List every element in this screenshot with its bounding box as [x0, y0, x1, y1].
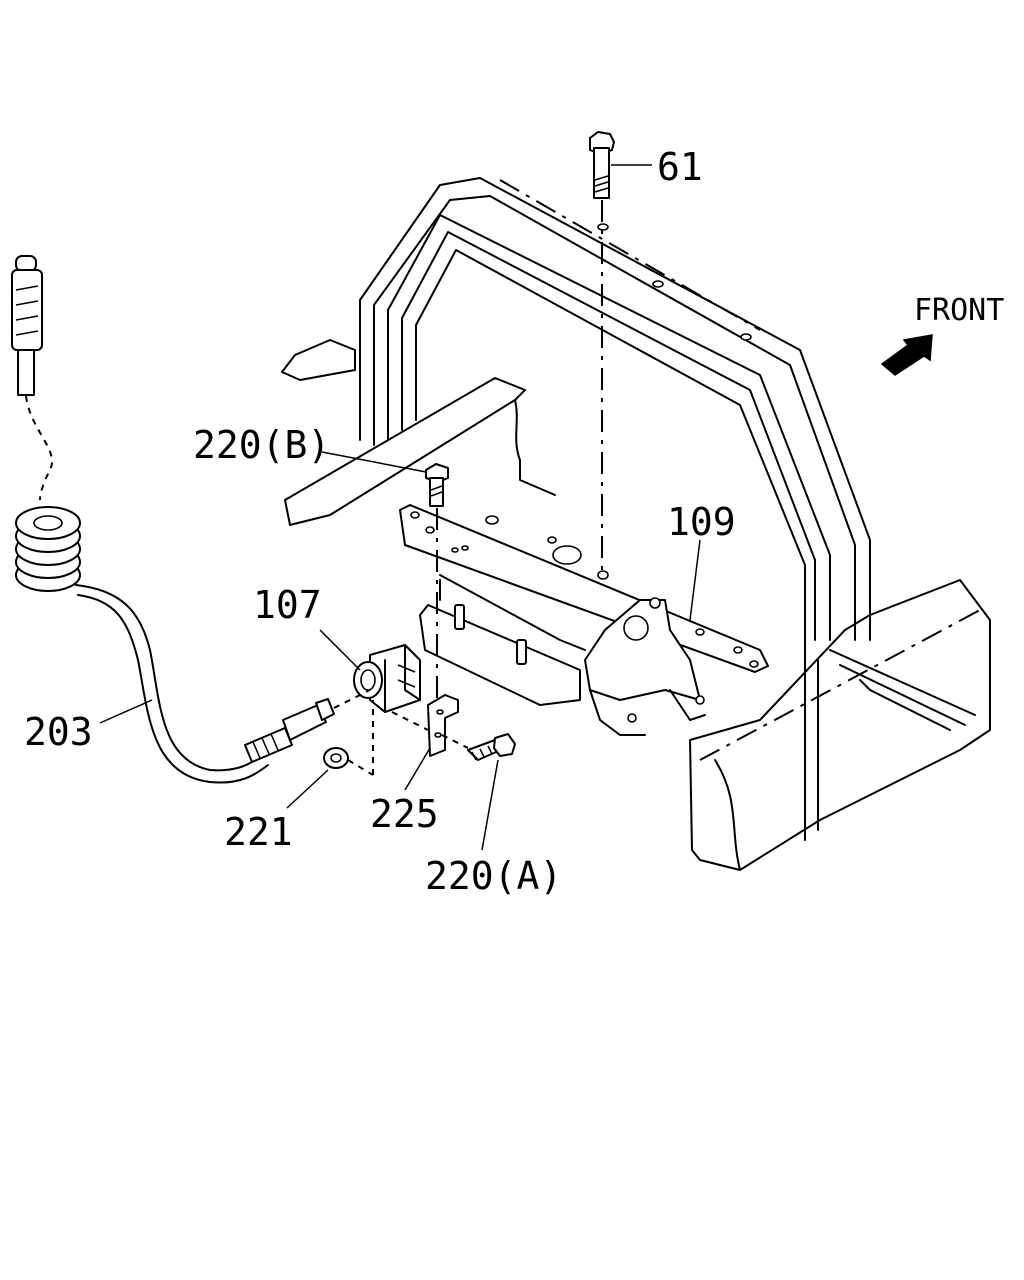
front-label: FRONT [914, 293, 1004, 328]
leader-109 [689, 539, 701, 621]
connector-107 [319, 629, 421, 713]
chassis-rail [689, 579, 991, 871]
harness-203 [11, 255, 371, 784]
callout-203: 203 [24, 710, 93, 754]
callout-220b: 220(B) [193, 423, 330, 467]
callout-220a: 220(A) [425, 854, 562, 898]
cross-member-left [281, 339, 556, 526]
bolt-61 [589, 131, 652, 570]
callout-61: 61 [657, 145, 703, 189]
nut-221 [286, 700, 374, 809]
callout-107: 107 [253, 583, 322, 627]
front-direction-arrow [880, 334, 933, 376]
bracket-225 [391, 694, 459, 791]
bolt-220a [441, 733, 516, 851]
cab-frame [359, 177, 871, 841]
bolt-220b [321, 451, 449, 700]
bracket-109 [399, 504, 769, 736]
callout-109: 109 [667, 500, 736, 544]
callout-221: 221 [224, 810, 293, 854]
callout-225: 225 [370, 792, 439, 836]
